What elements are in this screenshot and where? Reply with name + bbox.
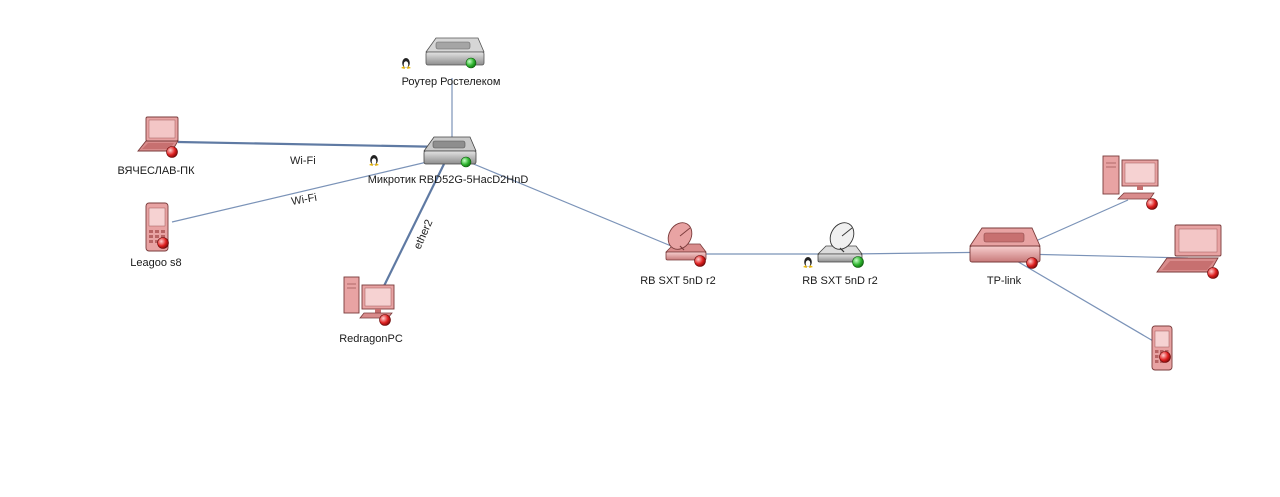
- node-vyacheslav-pc[interactable]: ВЯЧЕСЛАВ-ПК: [117, 116, 195, 177]
- link-tplink-laptop[interactable]: [1019, 253, 1189, 259]
- node-label: RB SXT 5nD r2: [640, 275, 716, 287]
- desktop-icon: [343, 276, 395, 319]
- dish-icon: [817, 222, 863, 263]
- node-sxt-right[interactable]: RB SXT 5nD r2: [802, 218, 878, 287]
- linux-icon: [369, 155, 379, 166]
- node-laptop-right[interactable]: [1156, 224, 1222, 279]
- node-label: ВЯЧЕСЛАВ-ПК: [117, 165, 195, 177]
- node-label: Роутер Ростелеком: [402, 76, 501, 88]
- status-down-icon: [1207, 267, 1219, 279]
- status-up-icon: [460, 156, 472, 168]
- node-mikrotik[interactable]: Микротик RBD52G-5HacD2HnD: [368, 136, 529, 186]
- node-redragon[interactable]: RedragonPC: [339, 276, 403, 345]
- router-icon: [423, 136, 477, 165]
- status-down-icon: [166, 146, 178, 158]
- status-up-icon: [465, 57, 477, 69]
- node-sxt-left[interactable]: RB SXT 5nD r2: [640, 218, 716, 287]
- laptop-icon: [137, 116, 179, 152]
- link-label-wifi-1: Wi-Fi: [290, 155, 316, 167]
- node-desktop-right[interactable]: [1102, 155, 1159, 210]
- link-tplink-phone[interactable]: [1014, 259, 1161, 346]
- link-tplink-desktop[interactable]: [1019, 199, 1129, 249]
- status-down-icon: [1026, 257, 1038, 269]
- status-down-icon: [379, 314, 391, 326]
- status-down-icon: [157, 237, 169, 249]
- node-label: TP-link: [987, 275, 1022, 287]
- linux-icon: [401, 58, 411, 69]
- router-icon: [969, 227, 1041, 263]
- node-leagoo[interactable]: Leagoo s8: [130, 202, 182, 269]
- status-up-icon: [852, 256, 864, 268]
- node-tplink[interactable]: TP-link: [969, 227, 1041, 287]
- node-label: Микротик RBD52G-5HacD2HnD: [368, 174, 529, 186]
- node-router-rostelecom[interactable]: Роутер Ростелеком: [401, 37, 501, 88]
- link-label-wifi-2: Wi-Fi: [290, 192, 317, 208]
- linux-icon: [803, 257, 813, 268]
- link-vyacheslav-mikrotik[interactable]: [177, 140, 448, 149]
- desktop-icon: [1102, 155, 1159, 200]
- dish-icon: [665, 222, 707, 261]
- status-down-icon: [1146, 198, 1158, 210]
- link-leagoo-mikrotik[interactable]: [171, 157, 445, 223]
- node-label: Leagoo s8: [130, 257, 181, 269]
- node-label: RedragonPC: [339, 333, 403, 345]
- laptop-icon: [1156, 224, 1222, 273]
- phone-icon: [1151, 325, 1173, 371]
- status-down-icon: [694, 255, 706, 267]
- status-down-icon: [1159, 351, 1171, 363]
- node-phone-right[interactable]: [1151, 325, 1173, 371]
- link-mikrotik-sxt-left[interactable]: [463, 159, 677, 249]
- node-label: RB SXT 5nD r2: [802, 275, 878, 287]
- link-redragon-mikrotik[interactable]: [381, 163, 445, 291]
- links: [171, 78, 1189, 346]
